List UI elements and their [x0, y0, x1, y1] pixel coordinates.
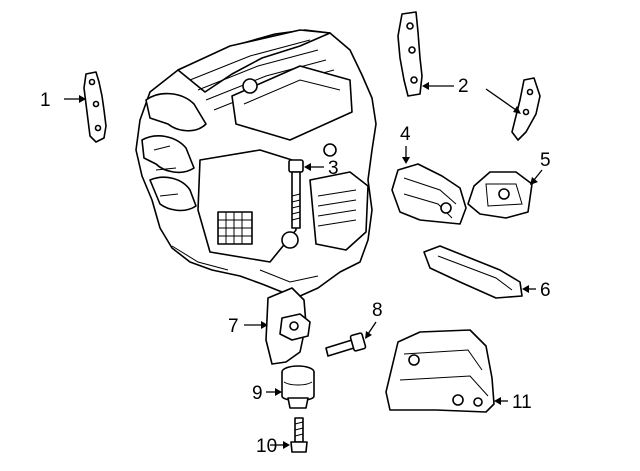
svg-text:2: 2	[458, 76, 469, 97]
part-2-bolt	[290, 417, 308, 453]
svg-text:9: 9	[252, 383, 263, 404]
callout-3: 3	[304, 158, 339, 179]
part-7-mount	[467, 171, 533, 219]
callout-4: 7	[228, 316, 268, 337]
callout-6: 11	[494, 392, 532, 413]
part-4-bracket	[265, 287, 311, 365]
svg-text:7: 7	[228, 316, 239, 337]
engine-assembly	[135, 29, 377, 297]
callout-9: 6	[522, 280, 551, 301]
callout-8: 4	[400, 124, 411, 164]
part-8-mount-bracket	[391, 163, 467, 225]
callout-7: 5	[530, 150, 551, 185]
svg-text:11: 11	[512, 392, 532, 413]
callout-10: 1	[40, 90, 86, 111]
svg-text:1: 1	[40, 90, 51, 111]
callout-5: 8	[365, 300, 383, 339]
part-3-bolt	[288, 159, 304, 229]
part-10-bracket	[83, 71, 107, 143]
callout-1: 9	[252, 383, 282, 404]
engine-grid	[217, 211, 253, 245]
svg-text:4: 4	[400, 124, 411, 145]
part-1-mount	[281, 365, 315, 409]
svg-text:5: 5	[540, 150, 551, 171]
part-5-bolt	[325, 332, 367, 357]
part-9-shield	[423, 245, 523, 299]
callout-2: 10	[256, 436, 290, 457]
svg-text:8: 8	[372, 300, 383, 321]
svg-text:10: 10	[256, 436, 277, 457]
callout-11: 2	[422, 76, 521, 114]
svg-text:6: 6	[540, 280, 551, 301]
part-11-bracket-upper	[397, 11, 423, 97]
part-6-mount-bracket	[385, 329, 495, 413]
svg-text:3: 3	[328, 158, 339, 179]
